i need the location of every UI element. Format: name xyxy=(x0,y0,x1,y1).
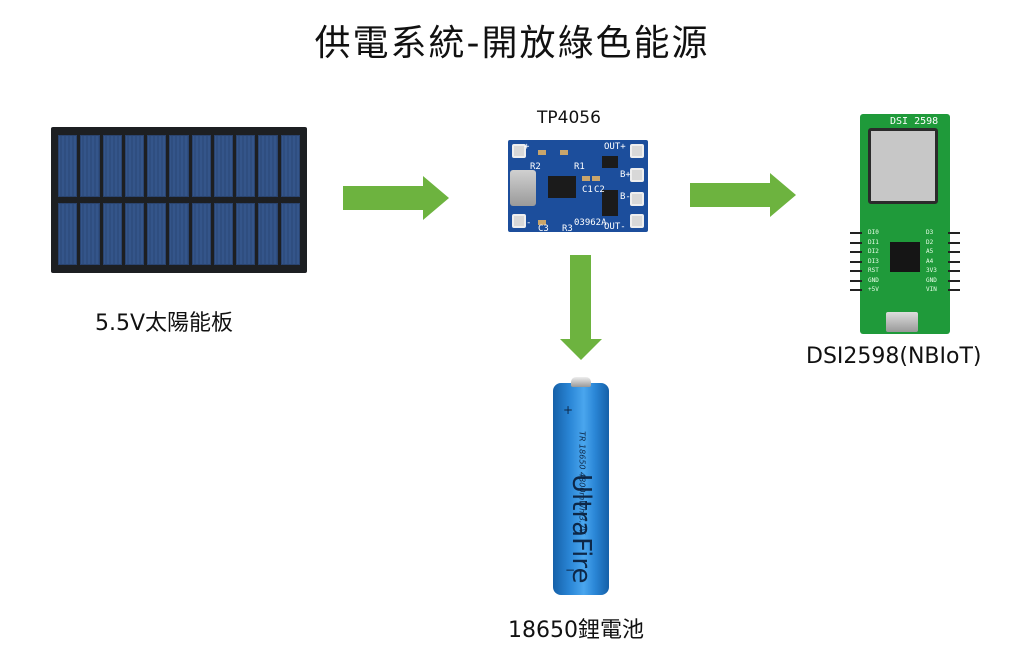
marking-code: 03962A xyxy=(574,218,607,228)
header-pin xyxy=(850,260,862,263)
solar-cell xyxy=(147,135,167,197)
header-pin xyxy=(948,289,960,291)
marking-plus: + xyxy=(524,142,530,152)
solar-cell xyxy=(147,203,167,265)
pin-label: A4 xyxy=(926,257,934,265)
solar-cell xyxy=(236,135,256,197)
header-pin xyxy=(850,232,862,234)
header-pin xyxy=(948,241,960,244)
marking-out-plus: OUT+ xyxy=(604,142,626,152)
diagram-title: 供電系統-開放綠色能源 xyxy=(314,23,710,64)
board-silkscreen-title: DSI 2598 xyxy=(890,116,939,127)
solar-cell xyxy=(213,203,234,265)
marking-b-plus: B+ xyxy=(620,170,631,180)
solar-cell xyxy=(58,135,78,197)
pin-label: 3V3 xyxy=(926,267,937,274)
pin-label: DI2 xyxy=(868,248,879,255)
solar-cell xyxy=(124,135,145,197)
solar-cell xyxy=(169,203,189,265)
arrow-right-icon xyxy=(690,173,796,217)
solar-cell xyxy=(102,203,122,265)
battery-label: 18650鋰電池 xyxy=(508,618,644,643)
marking-r2: R2 xyxy=(530,162,541,172)
header-pin xyxy=(850,251,862,253)
marking-r1: R1 xyxy=(574,162,585,172)
marking-c1: C1 xyxy=(582,185,593,195)
header-pin xyxy=(948,260,960,263)
marking-c2: C2 xyxy=(594,185,605,195)
solar-cell xyxy=(280,135,300,197)
battery-plus-mark: + xyxy=(563,403,574,417)
header-pin xyxy=(850,289,862,291)
solar-cell xyxy=(80,203,100,265)
pin-label: VIN xyxy=(926,286,937,293)
solar-cell xyxy=(258,135,278,197)
header-pin xyxy=(850,241,862,244)
header-pin xyxy=(850,270,862,272)
pin-label: D2 xyxy=(926,238,934,246)
battery-image: + TR 18650 4800mWh 3.7V UltraFire − xyxy=(553,377,609,595)
solar-cell xyxy=(236,203,256,265)
header-pin xyxy=(948,270,960,272)
pin-label: D3 xyxy=(926,229,934,236)
header-pin xyxy=(948,232,960,234)
header-pin xyxy=(948,279,960,282)
pin-label: DI3 xyxy=(868,257,879,265)
solar-cell xyxy=(280,203,300,265)
marking-c3: C3 xyxy=(538,224,549,234)
solar-cell xyxy=(102,135,122,197)
solar-cell xyxy=(169,135,189,197)
battery-minus-mark: − xyxy=(565,563,576,577)
board-label: DSI2598(NBIoT) xyxy=(806,344,982,369)
arrow-down-icon xyxy=(560,255,602,360)
pin-label: DI1 xyxy=(868,238,879,246)
pin-label: GND xyxy=(868,276,879,284)
tp4056-board-image: + - R2 R1 C1 C2 C3 R3 03962A OUT+ OUT- B… xyxy=(508,140,648,234)
header-pin xyxy=(948,251,960,253)
pin-label: GND xyxy=(926,276,937,284)
marking-b-minus: B- xyxy=(620,192,631,202)
solar-cell xyxy=(191,203,211,265)
battery-brand: UltraFire xyxy=(566,474,596,584)
solar-panel-label: 5.5V太陽能板 xyxy=(95,311,234,336)
marking-r3: R3 xyxy=(562,224,573,234)
solar-cell xyxy=(124,203,145,265)
solar-cell xyxy=(80,135,100,197)
marking-out-minus: OUT- xyxy=(604,222,626,232)
header-pin xyxy=(850,279,862,282)
pin-label: +5V xyxy=(868,286,879,293)
charger-label: TP4056 xyxy=(537,108,601,128)
pin-label: RST xyxy=(868,267,879,274)
arrow-right-icon xyxy=(343,176,449,220)
solar-panel-image xyxy=(51,127,307,273)
pin-label: DI0 xyxy=(868,229,879,236)
solar-cell xyxy=(191,135,211,197)
solar-cell xyxy=(213,135,234,197)
solar-cell xyxy=(258,203,278,265)
solar-cell xyxy=(58,203,78,265)
marking-minus: - xyxy=(526,218,532,228)
pin-label: A5 xyxy=(926,248,934,255)
